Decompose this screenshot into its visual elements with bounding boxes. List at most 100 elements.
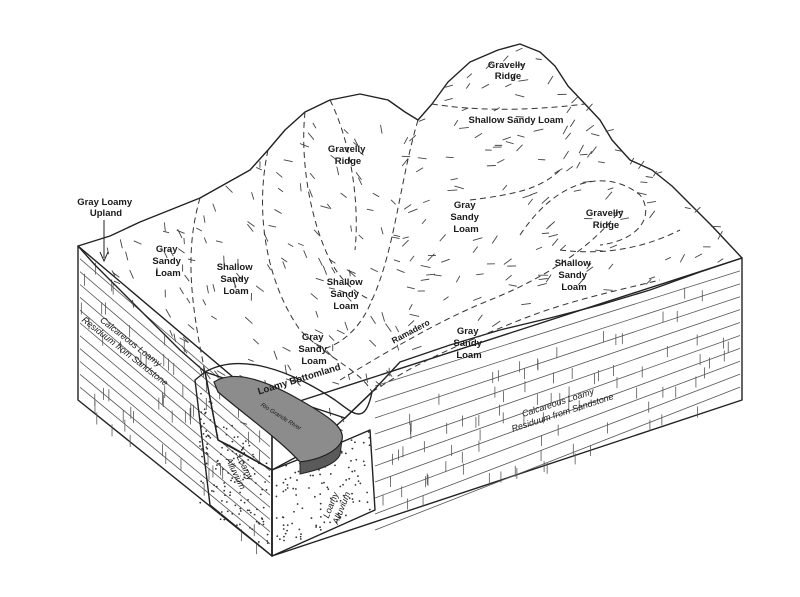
label-shallow-sandy-loam-top: Shallow Sandy Loam [468, 115, 563, 126]
alluvium-dot [344, 452, 347, 455]
hatch-mark [516, 64, 525, 66]
alluvium-dot [348, 477, 351, 480]
alluvium-dot [231, 440, 234, 443]
alluvium-dot [319, 528, 322, 531]
hatch-mark [605, 128, 614, 132]
hatch-mark [212, 284, 216, 292]
rock-line [374, 373, 741, 515]
alluvium-dot [215, 485, 218, 488]
alluvium-dot [284, 488, 287, 491]
alluvium-dot [200, 426, 203, 428]
hatch-mark [629, 157, 635, 165]
hatch-mark [162, 230, 170, 234]
alluvium-dot [200, 418, 202, 421]
alluvium-dot [231, 512, 234, 515]
alluvium-dot [345, 479, 348, 481]
hatch-mark [266, 264, 272, 271]
hatch-mark [426, 273, 436, 276]
alluvium-dot [205, 435, 208, 438]
hatch-mark [370, 315, 376, 325]
alluvium-dot [284, 478, 287, 481]
alluvium-dot [266, 533, 269, 536]
hatch-mark [276, 171, 283, 178]
hatch-mark [280, 257, 288, 263]
alluvium-dot [201, 448, 203, 450]
hatch-mark [328, 287, 336, 290]
hatch-mark [441, 258, 450, 263]
hatch-mark [511, 72, 516, 81]
alluvium-dot [208, 435, 210, 438]
hatch-mark [346, 269, 356, 274]
alluvium-dot [253, 513, 256, 516]
hatch-mark [184, 274, 190, 282]
alluvium-dot [319, 502, 322, 505]
alluvium-dot [291, 522, 293, 525]
rock-line [79, 322, 271, 484]
alluvium-dot [362, 460, 365, 463]
alluvium-dot [340, 451, 343, 454]
hatch-mark [565, 132, 571, 140]
hatch-mark [598, 161, 605, 164]
hatch-mark [233, 280, 236, 289]
hatch-mark [346, 296, 352, 302]
alluvium-dot [299, 535, 302, 538]
alluvium-dot [249, 526, 251, 529]
alluvium-dot [265, 462, 268, 465]
hatch-mark [551, 238, 559, 247]
label-shallow-sandy-loam-center: Shallow Sandy Loam [327, 277, 366, 312]
alluvium-dot [292, 487, 295, 490]
alluvium-dot [243, 473, 246, 476]
hatch-mark [645, 176, 653, 179]
hatch-mark [418, 118, 426, 122]
alluvium-dot [366, 491, 369, 494]
hatch-mark [369, 339, 377, 347]
alluvium-dot [216, 460, 219, 463]
label-shallow-sandy-loam-left: Shallow Sandy Loam [217, 262, 256, 297]
hatch-mark [655, 171, 663, 175]
hatch-mark [203, 215, 206, 223]
alluvium-dot [225, 433, 228, 436]
hatch-mark [586, 266, 594, 272]
alluvium-dot [294, 471, 297, 474]
alluvium-dot [246, 469, 249, 472]
alluvium-dot [232, 457, 235, 460]
hatch-mark [401, 239, 409, 247]
alluvium-dot [211, 489, 213, 492]
hatch-mark [447, 189, 458, 192]
hatch-mark [603, 289, 613, 291]
alluvium-dot [367, 431, 370, 433]
alluvium-dot [293, 510, 295, 513]
alluvium-dot [236, 524, 238, 527]
hatch-mark [365, 373, 368, 383]
hatch-mark [571, 96, 578, 104]
hatch-mark [284, 364, 287, 375]
alluvium-dot [342, 494, 345, 497]
alluvium-dot [359, 482, 362, 485]
hatch-mark [307, 132, 315, 140]
hatch-mark [521, 302, 531, 306]
alluvium-dot [204, 463, 207, 465]
hatch-mark [396, 344, 400, 351]
alluvium-dot [283, 535, 285, 538]
hatch-mark [315, 277, 324, 282]
alluvium-dot [327, 488, 330, 491]
alluvium-dot [323, 521, 326, 524]
hatch-mark [515, 94, 525, 98]
hatch-mark [474, 132, 483, 139]
alluvium-dot [238, 513, 241, 515]
alluvium-dot [345, 514, 347, 517]
alluvium-dot [220, 511, 223, 513]
hatch-mark [485, 62, 493, 70]
alluvium-dot [202, 482, 204, 484]
hatch-mark [283, 159, 293, 163]
hatch-mark [187, 324, 195, 330]
soil-boundaries [190, 99, 681, 393]
hatch-mark [439, 234, 446, 242]
alluvium-dot [278, 538, 281, 541]
hatch-mark [454, 185, 464, 190]
hatch-mark [476, 273, 484, 276]
label-shallow-sandy-loam-right: Shallow Sandy Loam [555, 258, 594, 293]
hatch-mark [393, 234, 401, 238]
hatch-mark [357, 177, 363, 185]
